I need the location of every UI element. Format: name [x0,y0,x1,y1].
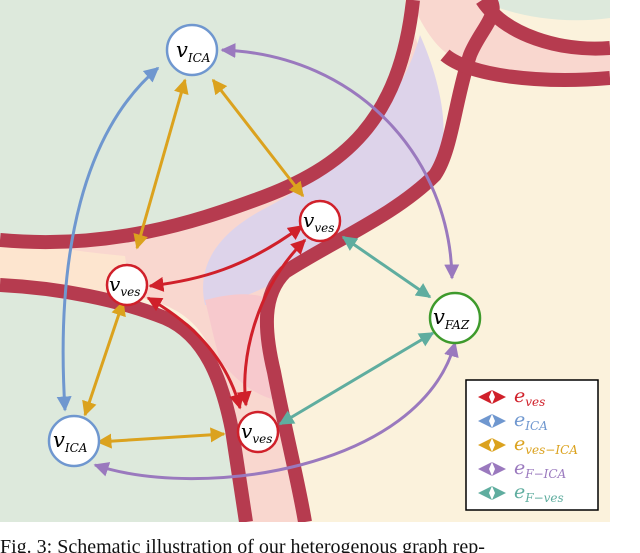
double-arrow-icon [478,390,506,404]
legend-item-ves-ica: eves−ICA [478,433,578,457]
legend-item-ica: eICA [478,409,548,433]
double-arrow-icon [478,414,506,428]
double-arrow-icon [478,486,506,500]
legend: eves eICA eves−ICA eF−ICA eF−ves [465,379,599,511]
node-label: vves [241,419,272,446]
legend-label: eves−ICA [514,433,578,457]
legend-item-ves: eves [478,385,545,409]
node-ves-mid: vves [298,199,342,243]
edge-f-ves-mid [341,235,432,299]
node-ves-left: vves [105,263,149,307]
top-right-region [480,0,610,21]
node-label: vves [303,208,334,235]
node-ica-bottom: vICA [47,414,101,468]
node-label: vFAZ [433,305,470,332]
node-label: vICA [53,428,88,455]
edge-f-ica-top [220,43,460,280]
graph-nodes: vICA vves vves vFAZ vICA vves [47,23,482,468]
graph-edges [56,43,460,480]
legend-item-f-ves: eF−ves [478,481,564,505]
figure-caption: Fig. 3: Schematic illustration of our he… [0,536,485,553]
double-arrow-icon [478,462,506,476]
diagram-canvas: vICA vves vves vFAZ vICA vves eves [0,0,610,522]
legend-label: eves [514,385,545,409]
edge-ica-left [56,66,160,412]
node-faz: vFAZ [428,291,482,345]
node-label: vves [109,272,140,299]
legend-label: eF−ICA [514,457,567,481]
edge-f-ves-bottom [278,331,435,426]
node-label: vICA [176,38,211,65]
legend-item-f-ica: eF−ICA [478,457,567,481]
node-ica-top: vICA [165,23,219,77]
edge-ves-ica-top-left [133,78,189,250]
double-arrow-icon [478,438,506,452]
legend-label: eICA [514,409,548,433]
legend-label: eF−ves [514,481,564,505]
node-ves-bottom: vves [236,410,280,454]
vessel-wall-top-right [476,0,610,56]
